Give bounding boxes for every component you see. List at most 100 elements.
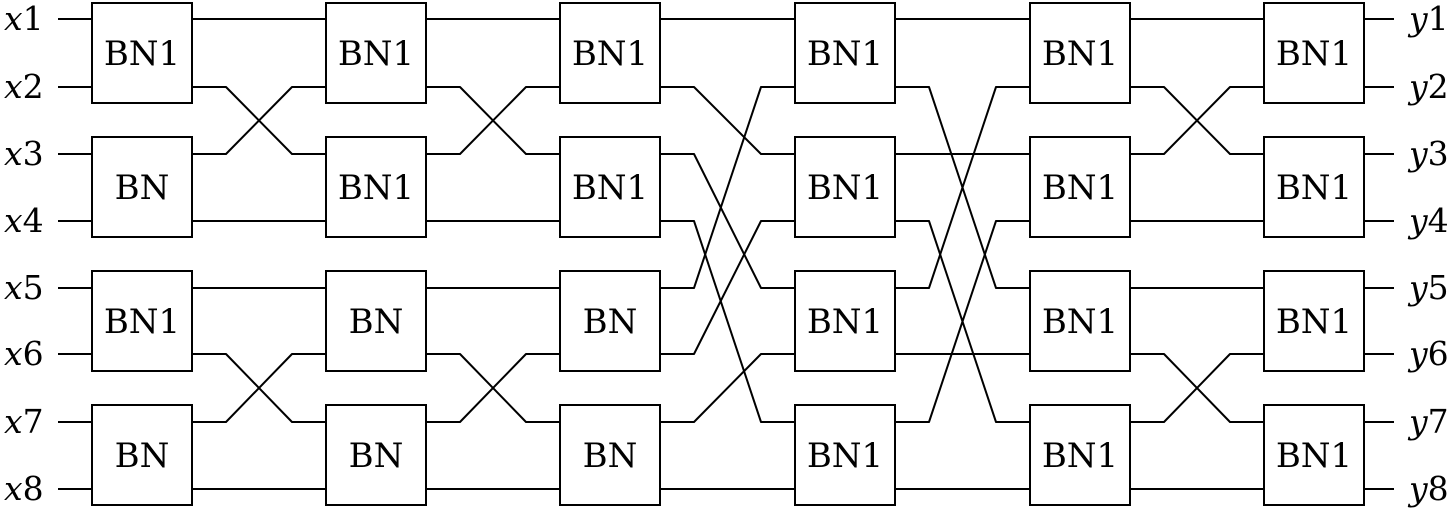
output-label-7: y7	[1407, 402, 1449, 441]
block-label: BN1	[338, 168, 414, 208]
block-s2-b2: BN1	[325, 136, 427, 238]
block-s1-b2: BN	[91, 136, 193, 238]
wire-stage5-7-to-6	[1130, 353, 1264, 423]
block-rect	[1263, 2, 1365, 104]
block-s5-b4: BN1	[1029, 404, 1131, 506]
block-s3-b2: BN1	[559, 136, 661, 238]
block-rect	[559, 404, 661, 506]
block-rect	[794, 270, 896, 372]
wire-stage4-5-to-2	[895, 86, 1030, 289]
block-label: BN1	[104, 34, 180, 74]
block-s2-b3: BN	[325, 270, 427, 372]
block-rect	[794, 136, 896, 238]
block-s4-b2: BN1	[794, 136, 896, 238]
block-s3-b3: BN	[559, 270, 661, 372]
block-s4-b4: BN1	[794, 404, 896, 506]
block-rect	[559, 136, 661, 238]
block-label: BN	[115, 168, 170, 208]
block-label: BN1	[338, 34, 414, 74]
output-label-4: y4	[1407, 201, 1449, 240]
input-label-3: x3	[4, 134, 44, 173]
block-s5-b3: BN1	[1029, 270, 1131, 372]
block-label: BN1	[807, 168, 883, 208]
wire-stage3-7-to-6	[660, 353, 795, 423]
block-label: BN	[583, 436, 638, 476]
block-rect	[1029, 404, 1131, 506]
block-label: BN1	[1042, 34, 1118, 74]
input-label-6: x6	[4, 334, 44, 373]
input-label-2: x2	[4, 67, 44, 106]
block-s4-b3: BN1	[794, 270, 896, 372]
io-label-layer: x1 x2 x3 x4 x5 x6 x7 x8 y1 y2 y3 y4 y5 y6 y7 y8	[4, 0, 1449, 508]
block-rect	[1263, 136, 1365, 238]
block-s3-b1: BN1	[559, 2, 661, 104]
block-rect	[91, 2, 193, 104]
box-layer: BN1BNBN1BNBN1BN1BNBNBN1BN1BNBNBN1BN1BN1B…	[91, 2, 1365, 506]
block-label: BN1	[1042, 302, 1118, 342]
block-label: BN	[115, 436, 170, 476]
output-label-6: y6	[1407, 334, 1449, 373]
block-s4-b1: BN1	[794, 2, 896, 104]
block-s6-b1: BN1	[1263, 2, 1365, 104]
block-rect	[559, 270, 661, 372]
block-s1-b4: BN	[91, 404, 193, 506]
block-rect	[794, 2, 896, 104]
block-label: BN1	[1042, 168, 1118, 208]
block-label: BN1	[1276, 34, 1352, 74]
wire-stage5-3-to-2	[1130, 86, 1264, 155]
block-rect	[325, 2, 427, 104]
block-s1-b3: BN1	[91, 270, 193, 372]
block-label: BN1	[807, 436, 883, 476]
wire-stage3-6-to-4	[660, 220, 795, 355]
block-s3-b4: BN	[559, 404, 661, 506]
output-label-5: y5	[1407, 268, 1449, 307]
block-label: BN1	[572, 168, 648, 208]
block-rect	[1263, 270, 1365, 372]
block-s5-b1: BN1	[1029, 2, 1131, 104]
wire-layer	[58, 18, 1394, 490]
block-s1-b1: BN1	[91, 2, 193, 104]
wire-stage4-7-to-4	[895, 220, 1030, 423]
block-rect	[91, 270, 193, 372]
input-label-4: x4	[4, 201, 44, 240]
block-label: BN	[583, 302, 638, 342]
block-label: BN1	[807, 302, 883, 342]
block-s6-b4: BN1	[1263, 404, 1365, 506]
block-rect	[794, 404, 896, 506]
block-label: BN1	[1276, 436, 1352, 476]
block-s6-b2: BN1	[1263, 136, 1365, 238]
wire-stage3-5-to-2	[660, 86, 795, 289]
block-label: BN1	[1042, 436, 1118, 476]
block-rect	[325, 136, 427, 238]
wire-stage3-3-to-5	[660, 153, 795, 289]
block-rect	[559, 2, 661, 104]
output-label-1: y1	[1407, 0, 1449, 38]
block-s2-b1: BN1	[325, 2, 427, 104]
block-rect	[1029, 2, 1131, 104]
wire-stage1-3-to-2	[192, 86, 326, 155]
block-rect	[325, 270, 427, 372]
block-rect	[91, 136, 193, 238]
input-label-5: x5	[4, 268, 44, 307]
block-rect	[91, 404, 193, 506]
wire-stage3-2-to-3	[660, 86, 795, 155]
block-rect	[1029, 136, 1131, 238]
output-label-8: y8	[1407, 469, 1449, 508]
wire-stage2-3-to-2	[426, 86, 560, 155]
block-s5-b2: BN1	[1029, 136, 1131, 238]
block-label: BN1	[104, 302, 180, 342]
block-label: BN1	[1276, 302, 1352, 342]
block-label: BN	[349, 302, 404, 342]
block-rect	[1029, 270, 1131, 372]
wire-stage3-4-to-7	[660, 220, 795, 423]
input-label-8: x8	[4, 469, 44, 508]
input-label-7: x7	[4, 402, 44, 441]
block-label: BN1	[572, 34, 648, 74]
input-label-1: x1	[4, 0, 44, 38]
block-rect	[1263, 404, 1365, 506]
block-label: BN	[349, 436, 404, 476]
output-label-2: y2	[1407, 67, 1449, 106]
block-label: BN1	[1276, 168, 1352, 208]
output-label-3: y3	[1407, 134, 1449, 173]
